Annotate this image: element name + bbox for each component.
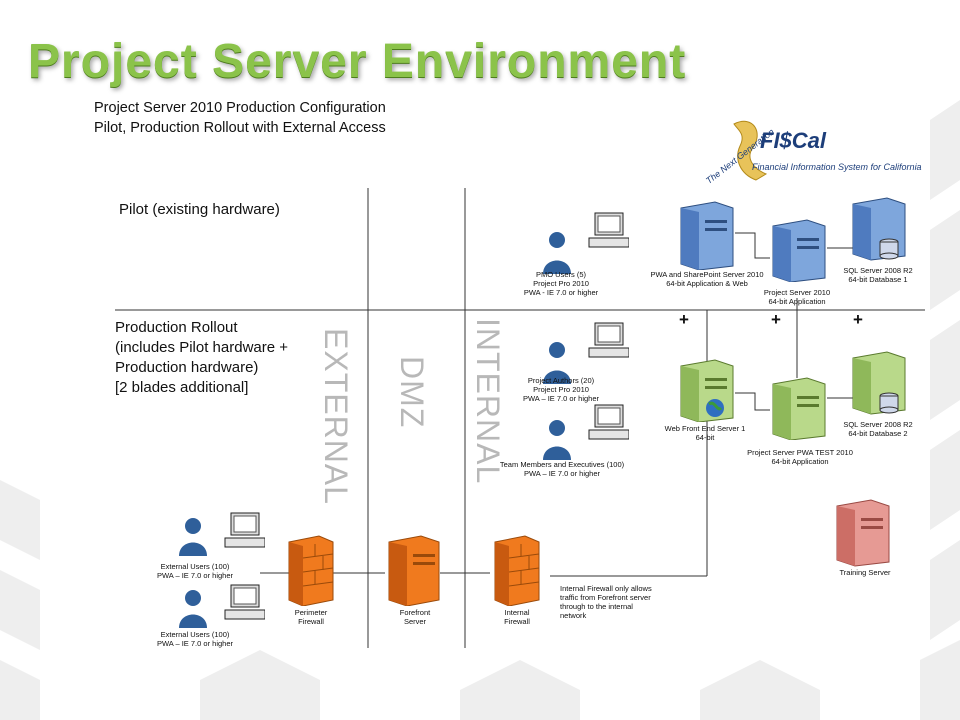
- internal-firewall-note: Internal Firewall only allows traffic fr…: [560, 584, 652, 620]
- pwa-sharepoint-label: PWA and SharePoint Server 2010 64-bit Ap…: [650, 270, 764, 288]
- project-authors-icon: [543, 322, 629, 384]
- sql-db2-server-icon: [852, 351, 906, 415]
- pmo-users-icon: [543, 212, 629, 274]
- training-server-icon: [836, 499, 890, 567]
- external-users-2-icon: [179, 584, 265, 628]
- pmo-users-label: PMO Users (5) Project Pro 2010 PWA - IE …: [523, 270, 599, 297]
- header-line-2: Pilot, Production Rollout with External …: [94, 120, 386, 136]
- pwa-sharepoint-server-icon: [680, 201, 734, 270]
- external-users-1-label: External Users (100) PWA – IE 7.0 or hig…: [156, 562, 233, 580]
- plus-sign-3: +: [853, 310, 863, 329]
- project-server-test-icon: [772, 377, 826, 440]
- team-members-label: Team Members and Executives (100) PWA – …: [499, 460, 625, 478]
- forefront-server-icon: [388, 535, 440, 606]
- web-front-end-server-icon: [680, 359, 734, 422]
- zone-internal-label: INTERNAL: [470, 318, 506, 485]
- plus-sign-1: +: [679, 310, 689, 329]
- external-users-2-label: External Users (100) PWA – IE 7.0 or hig…: [156, 630, 233, 648]
- team-members-icon: [543, 404, 629, 460]
- internal-firewall-label: Internal Firewall: [504, 608, 530, 626]
- forefront-server-label: Forefront Server: [399, 608, 431, 626]
- sql-db2-label: SQL Server 2008 R2 64-bit Database 2: [843, 420, 913, 438]
- training-server-label: Training Server: [839, 568, 891, 577]
- project-server-2010-label: Project Server 2010 64-bit Application: [763, 288, 831, 306]
- section-production: Production Rollout (includes Pilot hardw…: [115, 318, 288, 398]
- sql-db1-server-icon: [852, 197, 906, 261]
- fiscal-logo: [694, 104, 926, 186]
- perimeter-firewall-label: Perimeter Firewall: [294, 608, 328, 626]
- plus-sign-2: +: [771, 310, 781, 329]
- project-server-test-label: Project Server PWA TEST 2010 64-bit Appl…: [747, 448, 853, 466]
- header-line-1: Project Server 2010 Production Configura…: [94, 100, 386, 116]
- production-line-2: (includes Pilot hardware +: [115, 339, 289, 356]
- network-diagram: Pilot (existing hardware) Production Rol…: [95, 188, 925, 648]
- logo-name: FI$Cal: [760, 128, 827, 153]
- logo-subtitle: Financial Information System for Califor…: [752, 162, 922, 172]
- zone-external-label: EXTERNAL: [318, 328, 354, 505]
- web-front-end-label: Web Front End Server 1 64-bit: [664, 424, 746, 442]
- section-pilot: Pilot (existing hardware): [119, 201, 280, 218]
- project-server-2010-icon: [772, 219, 826, 282]
- production-line-1: Production Rollout: [115, 319, 238, 336]
- project-authors-label: Project Authors (20) Project Pro 2010 PW…: [522, 376, 599, 403]
- perimeter-firewall-icon: [288, 535, 334, 606]
- sql-db1-label: SQL Server 2008 R2 64-bit Database 1: [843, 266, 913, 284]
- external-users-1-icon: [179, 512, 265, 556]
- zone-dmz-label: DMZ: [394, 356, 430, 429]
- diagram-header: Project Server 2010 Production Configura…: [94, 98, 386, 138]
- production-line-3: Production hardware): [115, 359, 259, 376]
- production-line-4: [2 blades additional]: [115, 379, 249, 396]
- slide-title: Project Server Environment: [28, 35, 687, 88]
- internal-firewall-icon: [494, 535, 540, 606]
